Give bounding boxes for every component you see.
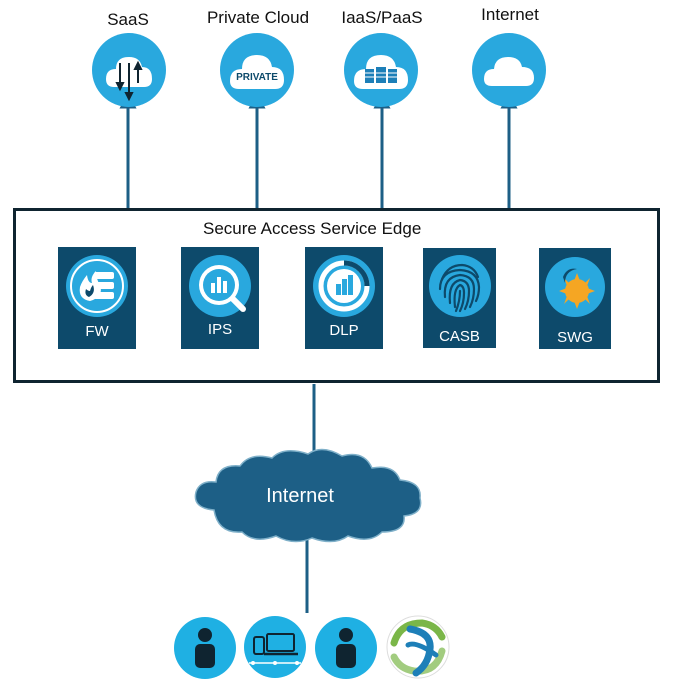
saas-cloud-icon: [92, 33, 166, 107]
iaas-paas-label: IaaS/PaaS: [341, 8, 423, 27]
user-icon[interactable]: [173, 616, 237, 680]
casb-service-label: CASB: [439, 328, 480, 345]
gateway-icon: [545, 257, 605, 317]
private-cloud-icon: PRIVATE: [220, 33, 294, 107]
ips-service-label: IPS: [207, 321, 233, 338]
fw-service-tile[interactable]: FW: [58, 247, 136, 349]
internet-top-label: Internet: [481, 5, 539, 24]
internet-network-cloud: [194, 448, 422, 543]
internet-cloud-icon: [472, 33, 546, 107]
ips-service-tile[interactable]: IPS: [181, 247, 259, 349]
private-cloud-label: Private Cloud: [206, 8, 310, 27]
ips-icon: [189, 255, 251, 317]
saas-label: SaaS: [107, 10, 149, 29]
private-badge: PRIVATE: [236, 72, 278, 83]
firewall-icon: [66, 255, 128, 317]
user-icon[interactable]: [314, 616, 378, 680]
dlp-service-tile[interactable]: DLP: [305, 247, 383, 349]
iaas-cloud-icon: [344, 33, 418, 107]
dlp-icon: [313, 255, 375, 317]
casb-service-tile[interactable]: CASB: [423, 248, 496, 348]
swg-service-label: SWG: [557, 329, 593, 346]
internet-cloud-label: Internet: [266, 485, 334, 507]
fingerprint-icon: [429, 255, 491, 317]
vpn-client-icon[interactable]: [386, 615, 450, 679]
sase-title: Secure Access Service Edge: [203, 219, 422, 238]
fw-service-label: FW: [85, 323, 109, 340]
swg-service-tile[interactable]: SWG: [539, 248, 611, 349]
devices-icon[interactable]: [243, 615, 307, 679]
dlp-service-label: DLP: [329, 322, 359, 339]
